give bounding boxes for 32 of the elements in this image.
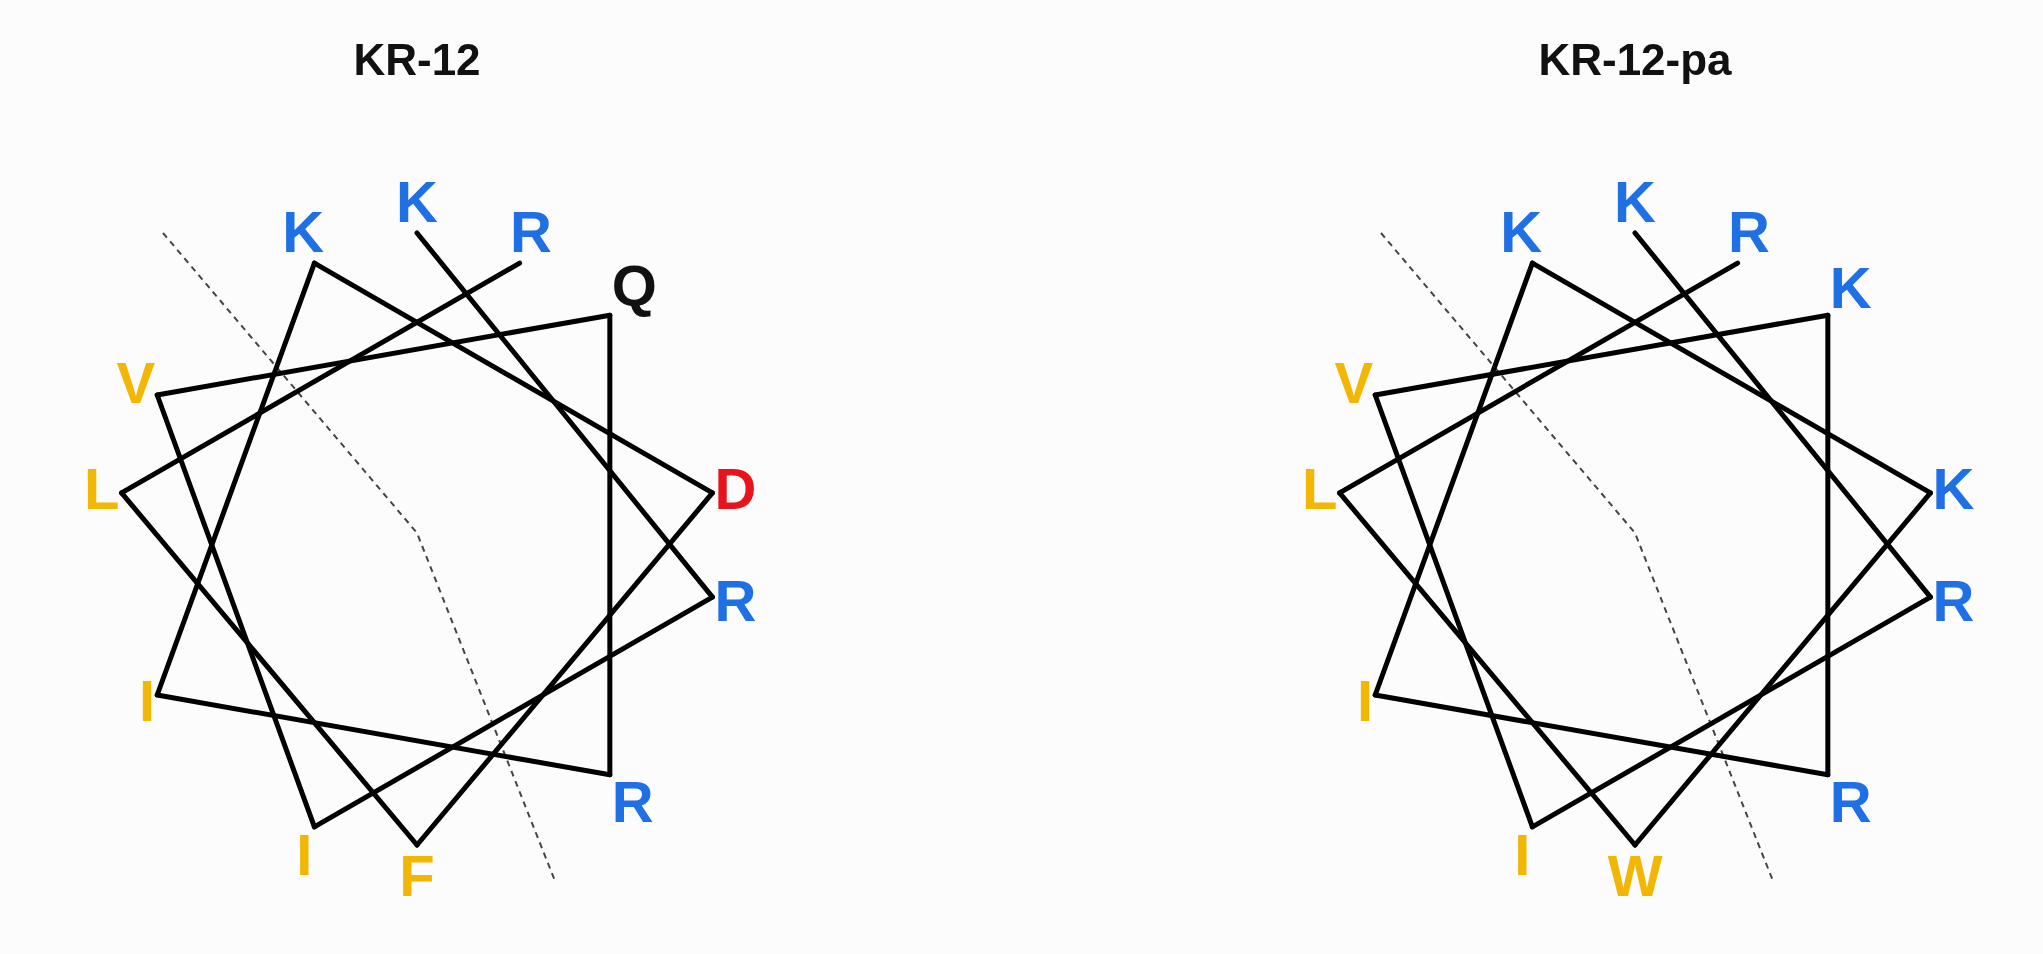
residue-label: K [1829, 258, 1872, 317]
residue-label: W [1607, 847, 1663, 905]
residue-label: I [1357, 671, 1374, 730]
residue-label: R [714, 572, 757, 631]
helix-connector [119, 260, 523, 496]
residue-label: K [1500, 203, 1543, 262]
residue-label: R [1727, 203, 1770, 262]
residue-label: K [1614, 173, 1656, 231]
residue-label: K [396, 173, 438, 231]
residue-label: L [1302, 460, 1338, 519]
residue-label: I [1514, 825, 1531, 884]
residue-label: R [611, 773, 654, 832]
residue-label: V [1334, 353, 1374, 412]
residue-label: K [1932, 459, 1975, 518]
residue-label: I [296, 825, 313, 884]
helix-connector [311, 260, 715, 496]
residue-label: R [1829, 773, 1872, 832]
residue-label: D [714, 459, 757, 518]
residue-label: F [399, 847, 435, 905]
helix-connector [414, 490, 715, 848]
helix-connector [1337, 260, 1741, 496]
residue-label: R [1932, 572, 1975, 631]
helix-connector [1632, 490, 1933, 848]
residue-label: Q [611, 256, 657, 315]
residue-label: I [139, 671, 156, 730]
residue-label: V [116, 353, 156, 412]
residue-label: K [282, 203, 325, 262]
helix-connector [1529, 260, 1933, 496]
wheel-title: KR-12 [353, 35, 481, 85]
wheel-title: KR-12-pa [1538, 35, 1732, 85]
residue-label: R [509, 203, 552, 262]
residue-label: L [84, 460, 120, 519]
